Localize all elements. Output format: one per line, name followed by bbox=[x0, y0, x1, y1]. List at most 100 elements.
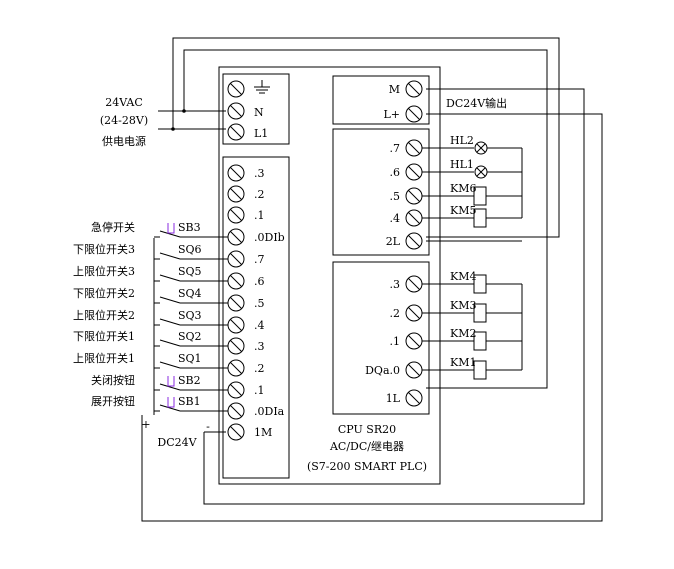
supply-line3: 供电电源 bbox=[102, 134, 146, 148]
terminal-screw-icon bbox=[405, 389, 423, 407]
plc-body bbox=[218, 66, 441, 485]
push-button-icon bbox=[154, 376, 228, 391]
plc-model-line3: (S7-200 SMART PLC) bbox=[307, 460, 427, 473]
dc-wires bbox=[141, 88, 603, 522]
load-label: KM3 bbox=[450, 299, 476, 312]
terminal-screw-icon bbox=[405, 80, 423, 98]
terminal-screw-icon bbox=[405, 361, 423, 379]
terminal-screw-icon bbox=[227, 250, 245, 268]
input-terminal-block bbox=[222, 156, 290, 479]
lamp-icon bbox=[474, 141, 488, 155]
dc-minus: - bbox=[206, 420, 210, 433]
lamp-icon bbox=[474, 165, 488, 179]
switch-code-label: SQ3 bbox=[178, 309, 202, 322]
switch-name-label: 上限位开关1 bbox=[73, 351, 135, 365]
load-label: HL2 bbox=[450, 134, 474, 147]
terminal-screw-icon bbox=[405, 304, 423, 322]
terminal-screw-icon bbox=[227, 206, 245, 224]
switch-name-label: 下限位开关1 bbox=[73, 329, 135, 343]
supply-line2: (24-28V) bbox=[100, 114, 148, 127]
output-dc-terminal-label: L+ bbox=[383, 108, 400, 121]
switch-code-label: SQ2 bbox=[178, 330, 202, 343]
output-terminal-label: .3 bbox=[390, 278, 401, 291]
terminal-screw-icon bbox=[227, 402, 245, 420]
power-label-l1: L1 bbox=[254, 127, 268, 140]
terminal-screw-icon bbox=[405, 232, 423, 250]
ground-icon bbox=[254, 80, 270, 94]
switch-code-label: SQ4 bbox=[178, 287, 202, 300]
push-button-icon bbox=[154, 397, 228, 412]
output-dc-label: DC24V输出 bbox=[446, 96, 507, 110]
supply-line1: 24VAC bbox=[105, 96, 143, 109]
switch-code-label: SB1 bbox=[178, 395, 201, 408]
dc-label: DC24V bbox=[157, 436, 197, 449]
input-terminal-label: .5 bbox=[254, 297, 265, 310]
input-terminal-label: .3 bbox=[254, 340, 265, 353]
input-terminal-label: .2 bbox=[254, 188, 265, 201]
terminal-screw-icon bbox=[405, 105, 423, 123]
load-label: KM4 bbox=[450, 270, 476, 283]
terminal-screw-icon bbox=[227, 164, 245, 182]
terminal-screw-icon bbox=[227, 381, 245, 399]
terminal-screw-icon bbox=[227, 228, 245, 246]
terminal-screw-icon bbox=[227, 80, 245, 98]
terminal-screw-icon bbox=[405, 332, 423, 350]
switch-name-label: 上限位开关3 bbox=[73, 264, 135, 278]
switch-name-label: 上限位开关2 bbox=[73, 308, 135, 322]
switch-code-label: SQ6 bbox=[178, 243, 202, 256]
power-label-n: N bbox=[254, 106, 264, 119]
input-terminal-label: .1 bbox=[254, 384, 265, 397]
switch-name-label: 下限位开关3 bbox=[73, 242, 135, 256]
power-wires bbox=[158, 37, 560, 389]
load-label: KM6 bbox=[450, 182, 476, 195]
limit-switch-icon bbox=[154, 339, 228, 347]
output-terminal-label: DQa.0 bbox=[365, 364, 400, 377]
output-terminal-label: .2 bbox=[390, 307, 401, 320]
power-terminal-block bbox=[222, 73, 290, 145]
terminal-screw-icon bbox=[405, 275, 423, 293]
output-terminal-label: .1 bbox=[390, 335, 401, 348]
input-terminal-label: .0DIa bbox=[254, 405, 285, 418]
output-terminal-label: 1L bbox=[386, 392, 401, 405]
terminal-screw-icon bbox=[227, 359, 245, 377]
switch-code-label: SQ1 bbox=[178, 352, 202, 365]
power-terminals bbox=[227, 80, 245, 141]
input-terminal-label: .3 bbox=[254, 167, 265, 180]
switch-code-label: SQ5 bbox=[178, 265, 202, 278]
output-terminal-label: .7 bbox=[390, 142, 401, 155]
terminal-screw-icon bbox=[405, 139, 423, 157]
switch-code-label: SB2 bbox=[178, 374, 201, 387]
terminal-screw-icon bbox=[227, 316, 245, 334]
terminal-screw-icon bbox=[227, 185, 245, 203]
output-terminal-label: 2L bbox=[386, 235, 401, 248]
dc-plus: + bbox=[141, 418, 150, 431]
input-terminal-label: .6 bbox=[254, 275, 265, 288]
terminal-screw-icon bbox=[405, 209, 423, 227]
switch-name-label: 关闭按钮 bbox=[91, 373, 135, 387]
terminal-screw-icon bbox=[227, 337, 245, 355]
output-group2-block bbox=[332, 128, 430, 256]
switch-name-label: 展开按钮 bbox=[91, 394, 135, 408]
limit-switch-icon bbox=[154, 361, 228, 369]
terminal-screw-icon bbox=[405, 187, 423, 205]
limit-switch-icon bbox=[154, 318, 228, 326]
output-dc-terminal-label: M bbox=[389, 83, 400, 96]
input-terminal-label: .1 bbox=[254, 209, 265, 222]
switch-code-label: SB3 bbox=[178, 221, 201, 234]
plc-model-line2: AC/DC/继电器 bbox=[329, 440, 404, 453]
terminal-screw-icon bbox=[227, 102, 245, 120]
input-terminal-label: .4 bbox=[254, 319, 265, 332]
terminal-screw-icon bbox=[227, 123, 245, 141]
input-terminal-label: 1M bbox=[254, 426, 272, 439]
output-terminal-label: .5 bbox=[390, 190, 401, 203]
limit-switch-icon bbox=[154, 274, 228, 282]
plc-model-line1: CPU SR20 bbox=[338, 423, 396, 436]
push-button-icon bbox=[154, 223, 228, 238]
terminal-screw-icon bbox=[405, 163, 423, 181]
load-label: KM2 bbox=[450, 327, 476, 340]
